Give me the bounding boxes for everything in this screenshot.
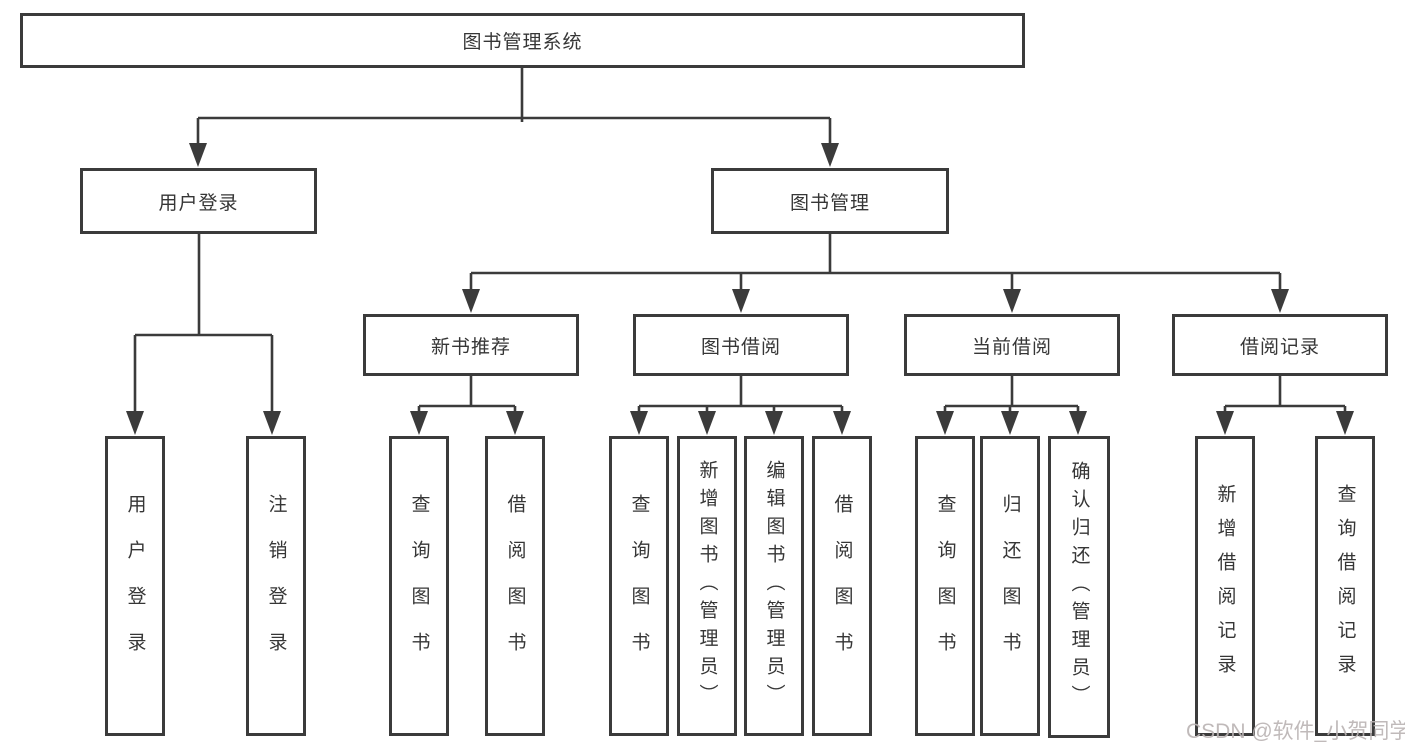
node-borrow-records: 借阅记录 (1172, 314, 1388, 376)
arrowhead (1336, 411, 1354, 435)
arrowhead (1001, 411, 1019, 435)
node-current-borrow: 当前借阅 (904, 314, 1120, 376)
leaf-add-book-admin: 新增图书（管理员） (677, 436, 737, 736)
node-book-borrow-label: 图书借阅 (700, 336, 781, 358)
leaf-query-book-current: 查询图书 (915, 436, 975, 736)
leaf-borrow-book-label: 借阅图书 (831, 494, 853, 678)
arrowhead (833, 411, 851, 435)
leaf-query-book-recommend: 查询图书 (389, 436, 449, 736)
connector-new-book-children (410, 376, 524, 435)
arrowhead (1271, 289, 1289, 313)
arrowhead (189, 143, 207, 167)
node-user-login-label: 用户登录 (158, 192, 239, 214)
node-library-system: 图书管理系统 (20, 13, 1025, 68)
arrowhead (126, 411, 144, 435)
arrowhead (821, 143, 839, 167)
node-new-book-recommend: 新书推荐 (363, 314, 579, 376)
leaf-query-book-borrow: 查询图书 (609, 436, 669, 736)
leaf-edit-book-admin-label: 编辑图书（管理员） (763, 460, 785, 712)
node-library-system-label: 图书管理系统 (462, 32, 583, 53)
connector-book-borrow-children (630, 376, 851, 435)
arrowhead (732, 289, 750, 313)
arrowhead (1216, 411, 1234, 435)
connector-book-management-children (462, 234, 1289, 313)
arrowhead (936, 411, 954, 435)
watermark: CSDN @软件_小贺同学 (1186, 720, 1405, 743)
node-user-login: 用户登录 (80, 168, 317, 234)
leaf-add-borrow-record: 新增借阅记录 (1195, 436, 1255, 736)
node-new-book-recommend-label: 新书推荐 (430, 336, 511, 358)
connector-borrow-records-children (1216, 376, 1354, 435)
leaf-logout-label: 注销登录 (265, 494, 287, 678)
node-borrow-records-label: 借阅记录 (1239, 336, 1320, 358)
connector-current-borrow-children (936, 376, 1087, 435)
arrowhead (765, 411, 783, 435)
leaf-query-borrow-record-label: 查询借阅记录 (1334, 484, 1356, 688)
leaf-confirm-return-admin-label: 确认归还（管理员） (1068, 461, 1090, 713)
arrowhead (1069, 411, 1087, 435)
arrowhead (1003, 289, 1021, 313)
connector-root-to-level2 (189, 68, 839, 167)
arrowhead (263, 411, 281, 435)
node-book-management: 图书管理 (711, 168, 949, 234)
arrowhead (698, 411, 716, 435)
leaf-return-book-label: 归还图书 (999, 494, 1021, 678)
leaf-confirm-return-admin: 确认归还（管理员） (1048, 436, 1110, 738)
leaf-logout: 注销登录 (246, 436, 306, 736)
node-current-borrow-label: 当前借阅 (971, 336, 1052, 358)
leaf-add-book-admin-label: 新增图书（管理员） (696, 460, 718, 712)
leaf-query-book-recommend-label: 查询图书 (408, 494, 430, 678)
leaf-query-borrow-record: 查询借阅记录 (1315, 436, 1375, 736)
arrowhead (462, 289, 480, 313)
arrowhead (410, 411, 428, 435)
leaf-query-book-current-label: 查询图书 (934, 494, 956, 678)
leaf-user-login: 用户登录 (105, 436, 165, 736)
leaf-borrow-book-recommend: 借阅图书 (485, 436, 545, 736)
leaf-user-login-label: 用户登录 (124, 494, 146, 678)
leaf-borrow-book-recommend-label: 借阅图书 (504, 494, 526, 678)
leaf-add-borrow-record-label: 新增借阅记录 (1214, 484, 1236, 688)
leaf-borrow-book: 借阅图书 (812, 436, 872, 736)
arrowhead (630, 411, 648, 435)
node-book-borrow: 图书借阅 (633, 314, 849, 376)
leaf-return-book: 归还图书 (980, 436, 1040, 736)
leaf-query-book-borrow-label: 查询图书 (628, 494, 650, 678)
arrowhead (506, 411, 524, 435)
leaf-edit-book-admin: 编辑图书（管理员） (744, 436, 804, 736)
connector-user-login-children (126, 234, 281, 435)
node-book-management-label: 图书管理 (789, 192, 870, 214)
